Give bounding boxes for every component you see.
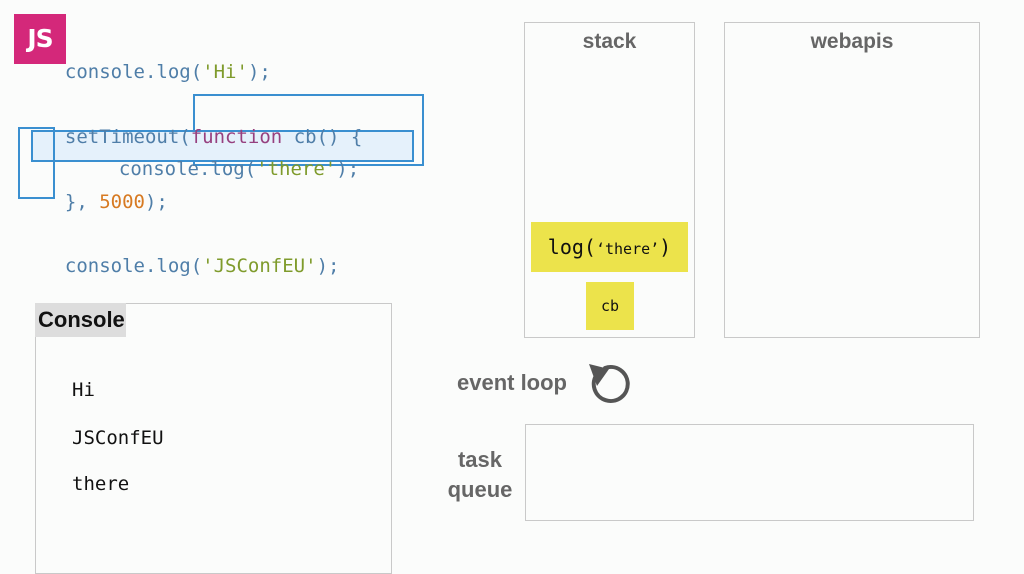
code-token: ); [336, 158, 360, 180]
code-token: ); [144, 191, 168, 213]
stack-title: stack [582, 30, 637, 53]
console-entry: there [72, 473, 130, 495]
event-loop-label: event loop [456, 370, 567, 395]
stack-frame-cb: cb [586, 282, 634, 330]
code-string: 'JSConfEU' [202, 255, 317, 277]
stack-panel [524, 22, 695, 338]
stack-frame-log-suffix: ) [659, 235, 672, 259]
console-entry: JSConfEU [72, 427, 164, 449]
code-token: setTimeout( [64, 126, 191, 148]
console-title: Console [35, 303, 126, 337]
code-string: 'Hi' [202, 61, 248, 83]
refresh-arrow-icon [589, 364, 630, 403]
code-line-console-hi: console.log('Hi'); [42, 36, 271, 84]
code-token: console.log( [64, 255, 203, 277]
task-queue-label-line1: task [457, 447, 503, 472]
webapis-title: webapis [810, 30, 894, 53]
code-token: ); [316, 255, 340, 277]
code-token: ); [247, 61, 271, 83]
webapis-panel [724, 22, 980, 338]
stack-frame-log-arg: ‘there’ [595, 240, 660, 258]
code-line-console-jsconfeu: console.log('JSConfEU'); [42, 230, 340, 278]
code-line-timeout-close: }, 5000); [42, 166, 168, 214]
code-token: }, [64, 191, 100, 213]
stack-frame-log-there: log(‘there’) [531, 222, 688, 272]
stack-frame-log-prefix: log( [547, 235, 596, 259]
code-number: 5000 [99, 191, 145, 213]
task-queue-label-line2: queue [447, 477, 513, 502]
task-queue-panel [525, 424, 974, 521]
code-token: console.log( [118, 158, 257, 180]
code-token: cb() { [282, 126, 363, 148]
code-line-settimeout: setTimeout(function cb() { [42, 101, 362, 149]
code-token: console.log( [64, 61, 203, 83]
event-loop-arrow-head [589, 364, 609, 386]
code-keyword: function [190, 126, 283, 148]
code-line-console-there: console.log('there'); [96, 133, 359, 181]
callback-close-highlight-box [18, 127, 55, 199]
current-line-highlight-box [31, 130, 414, 162]
console-entry: Hi [72, 379, 95, 401]
event-loop-arrow-path [591, 365, 630, 403]
code-string: 'there' [256, 158, 337, 180]
js-logo-icon: JS [14, 14, 66, 64]
